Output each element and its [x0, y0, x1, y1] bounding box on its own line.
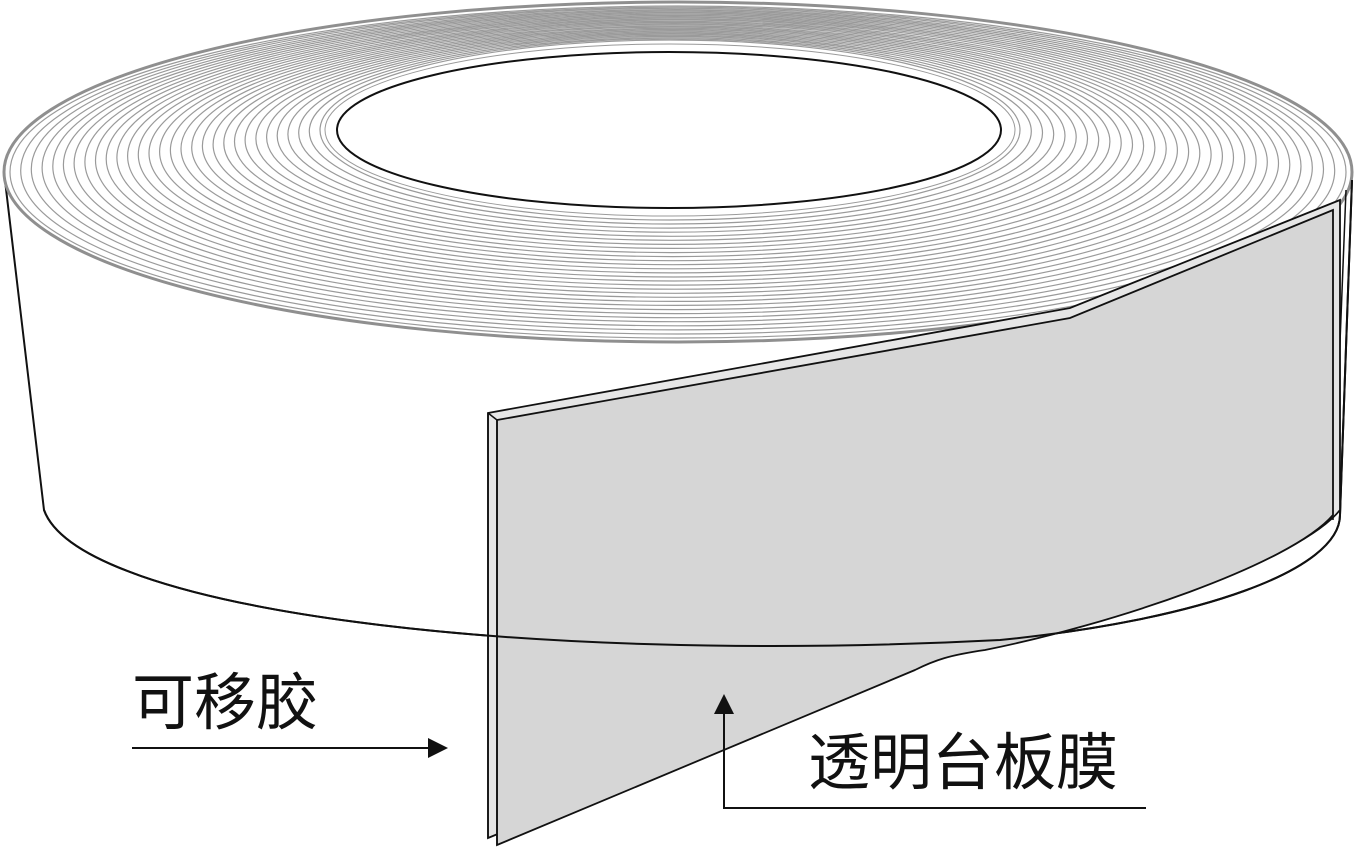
removable-adhesive-label: 可移胶 [132, 666, 318, 739]
wound-layer-ring [223, 28, 1122, 258]
wound-layer-ring [233, 30, 1111, 254]
wound-layer-lines [9, 5, 1347, 339]
wound-layer-ring [52, 10, 1302, 323]
wound-layer-ring [116, 17, 1235, 298]
roll-core-hole [336, 51, 1002, 209]
transparent-film-layer [496, 208, 1334, 847]
wound-layer-ring [73, 12, 1280, 315]
wound-layer-ring [30, 7, 1325, 331]
wound-layer-ring [298, 37, 1044, 229]
transparent-film-arrowhead [714, 694, 734, 714]
wound-layer-ring [191, 25, 1156, 270]
wound-layer-ring [308, 38, 1032, 225]
roll-right-edge-layers [1339, 179, 1353, 516]
strip-left-edge [487, 413, 498, 845]
wound-layer-ring [94, 14, 1257, 306]
transparent-film-callout: 透明台板膜 [714, 694, 1146, 809]
wound-layer-ring [137, 19, 1212, 290]
wound-layer-ring [158, 21, 1190, 282]
wound-layer-ring [9, 5, 1347, 339]
wound-layer-ring [126, 18, 1224, 294]
wound-layer-ring [287, 35, 1055, 233]
wound-layer-ring [266, 33, 1077, 241]
wound-layer-ring [20, 6, 1336, 335]
wound-layer-ring [148, 20, 1201, 286]
wound-layer-ring [41, 8, 1313, 327]
roll-top-face [2, 0, 1354, 344]
wound-layer-ring [244, 31, 1100, 250]
wound-layer-ring [84, 13, 1268, 311]
transparent-film-leader-line [723, 712, 1146, 809]
wound-layer-ring [276, 34, 1066, 237]
roll-bottom-curve [43, 509, 1341, 647]
wound-layer-ring [201, 26, 1145, 266]
wound-layer-ring [169, 23, 1179, 278]
removable-adhesive-arrowhead [428, 738, 448, 758]
wound-layer-ring [255, 32, 1089, 245]
wound-layer-ring [105, 16, 1246, 302]
wound-layer-ring [62, 11, 1291, 319]
wound-layer-ring [212, 27, 1134, 262]
wound-layer-ring [180, 24, 1167, 274]
removable-adhesive-callout: 可移胶 [132, 666, 448, 758]
transparent-film-label: 透明台板膜 [808, 726, 1118, 799]
strip-edge-line [487, 412, 498, 421]
wound-layer-ring [319, 39, 1021, 221]
